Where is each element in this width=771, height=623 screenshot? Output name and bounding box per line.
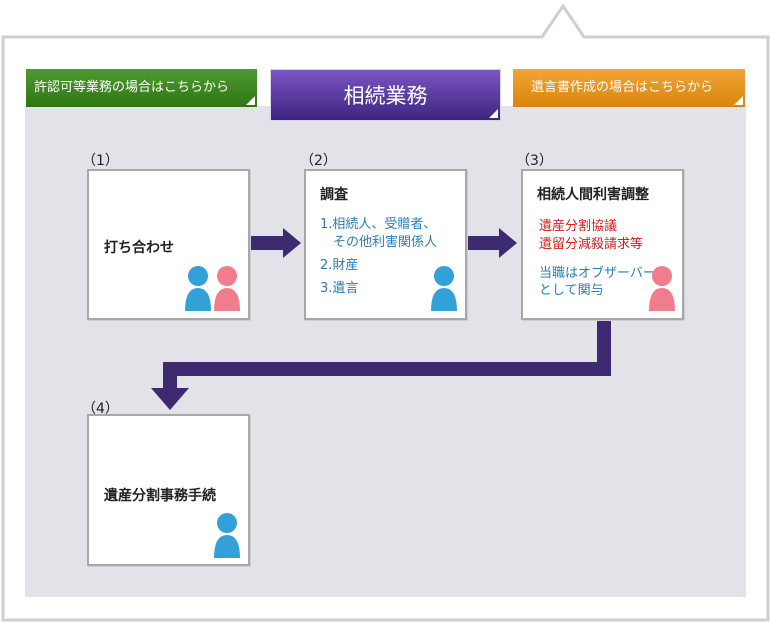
- inheritance-tab[interactable]: 相続業務: [270, 69, 501, 121]
- person-icon: [649, 266, 675, 311]
- arrow-3-to-4: [151, 319, 611, 410]
- people-icon: [185, 266, 240, 311]
- will-link-label: 遺言書作成の場合はこちらから: [531, 80, 714, 95]
- step-title: 打ち合わせ: [104, 240, 174, 256]
- observer-note: 当職はオブザーバー: [539, 266, 656, 281]
- adjustment-item: 遺留分減殺請求等: [539, 237, 644, 252]
- step-number: （1）: [82, 153, 119, 169]
- person-icon: [431, 266, 457, 311]
- corner-mark: [246, 96, 255, 105]
- corner-mark: [734, 96, 743, 105]
- survey-item: その他利害関係人: [333, 235, 438, 250]
- step-number: （3）: [516, 153, 553, 169]
- step-2-box: 調査 1.相続人、受贈者、 その他利害関係人 2.財産 3.遺言: [304, 169, 467, 320]
- step-title: 相続人間利害調整: [537, 187, 649, 203]
- permit-link-tab[interactable]: 許認可等業務の場合はこちらから: [26, 69, 257, 107]
- step-4-box: 遺産分割事務手続: [87, 414, 250, 566]
- step-title: 遺産分割事務手続: [104, 488, 216, 504]
- will-link-tab[interactable]: 遺言書作成の場合はこちらから: [513, 69, 745, 107]
- step-title: 調査: [320, 187, 348, 203]
- step-1-box: 打ち合わせ: [87, 169, 250, 320]
- step-3-box: 相続人間利害調整 遺産分割協議 遺留分減殺請求等 当職はオブザーバー として関与: [521, 169, 684, 320]
- step-number: （4）: [82, 401, 119, 417]
- inheritance-tab-label: 相続業務: [343, 84, 428, 108]
- adjustment-item: 遺産分割協議: [539, 219, 618, 234]
- person-icon: [214, 513, 240, 558]
- survey-item: 3.遺言: [320, 281, 359, 296]
- survey-item: 1.相続人、受贈者、: [320, 217, 437, 232]
- corner-mark: [489, 109, 498, 118]
- arrow-2-to-3: [468, 228, 517, 258]
- arrow-1-to-2: [251, 228, 301, 258]
- survey-item: 2.財産: [320, 258, 359, 273]
- step-number: （2）: [300, 153, 337, 169]
- observer-note: として関与: [539, 283, 604, 298]
- permit-link-label: 許認可等業務の場合はこちらから: [34, 80, 230, 95]
